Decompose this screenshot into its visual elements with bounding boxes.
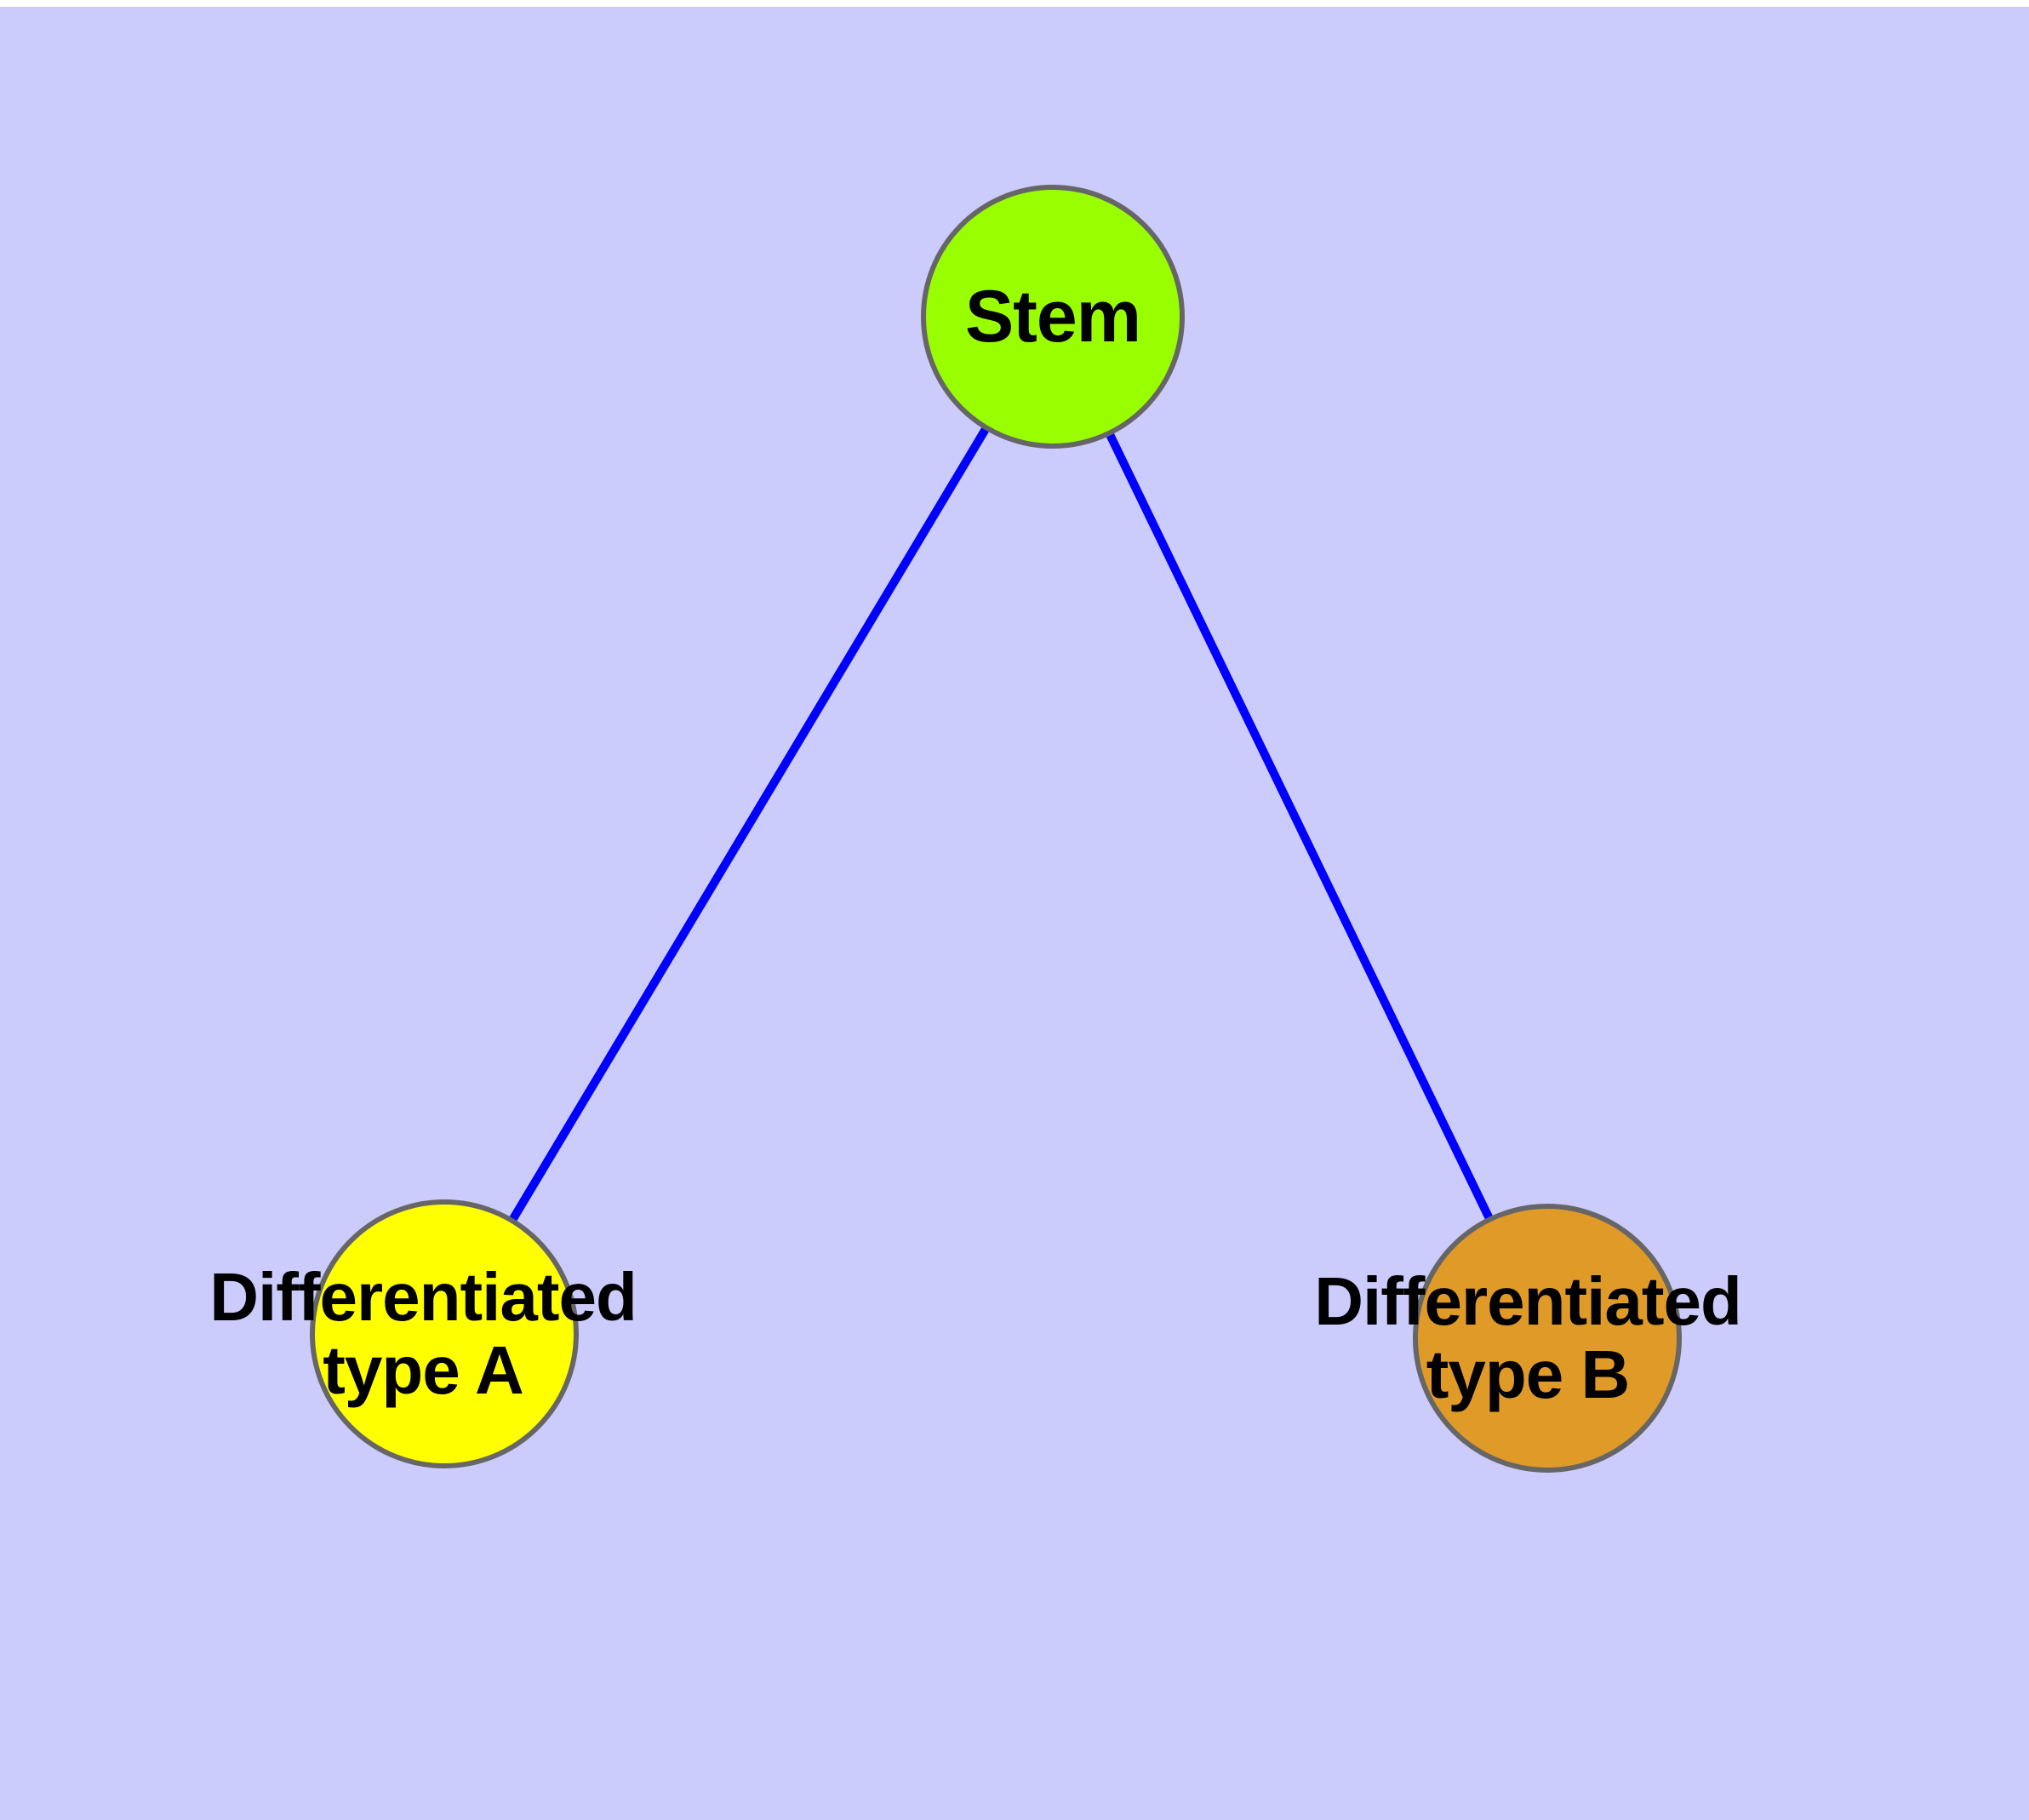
edge-stem-to-differentiated-type-b[interactable] bbox=[1049, 314, 1552, 1341]
edge-layer bbox=[440, 314, 1552, 1341]
node-differentiated-type-b[interactable] bbox=[1413, 1204, 1682, 1473]
top-white-strip bbox=[0, 0, 2029, 7]
node-stem[interactable] bbox=[921, 185, 1185, 449]
node-differentiated-type-a[interactable] bbox=[310, 1199, 579, 1468]
node-layer bbox=[310, 185, 1682, 1473]
edge-stem-to-differentiated-type-a[interactable] bbox=[440, 314, 1057, 1336]
